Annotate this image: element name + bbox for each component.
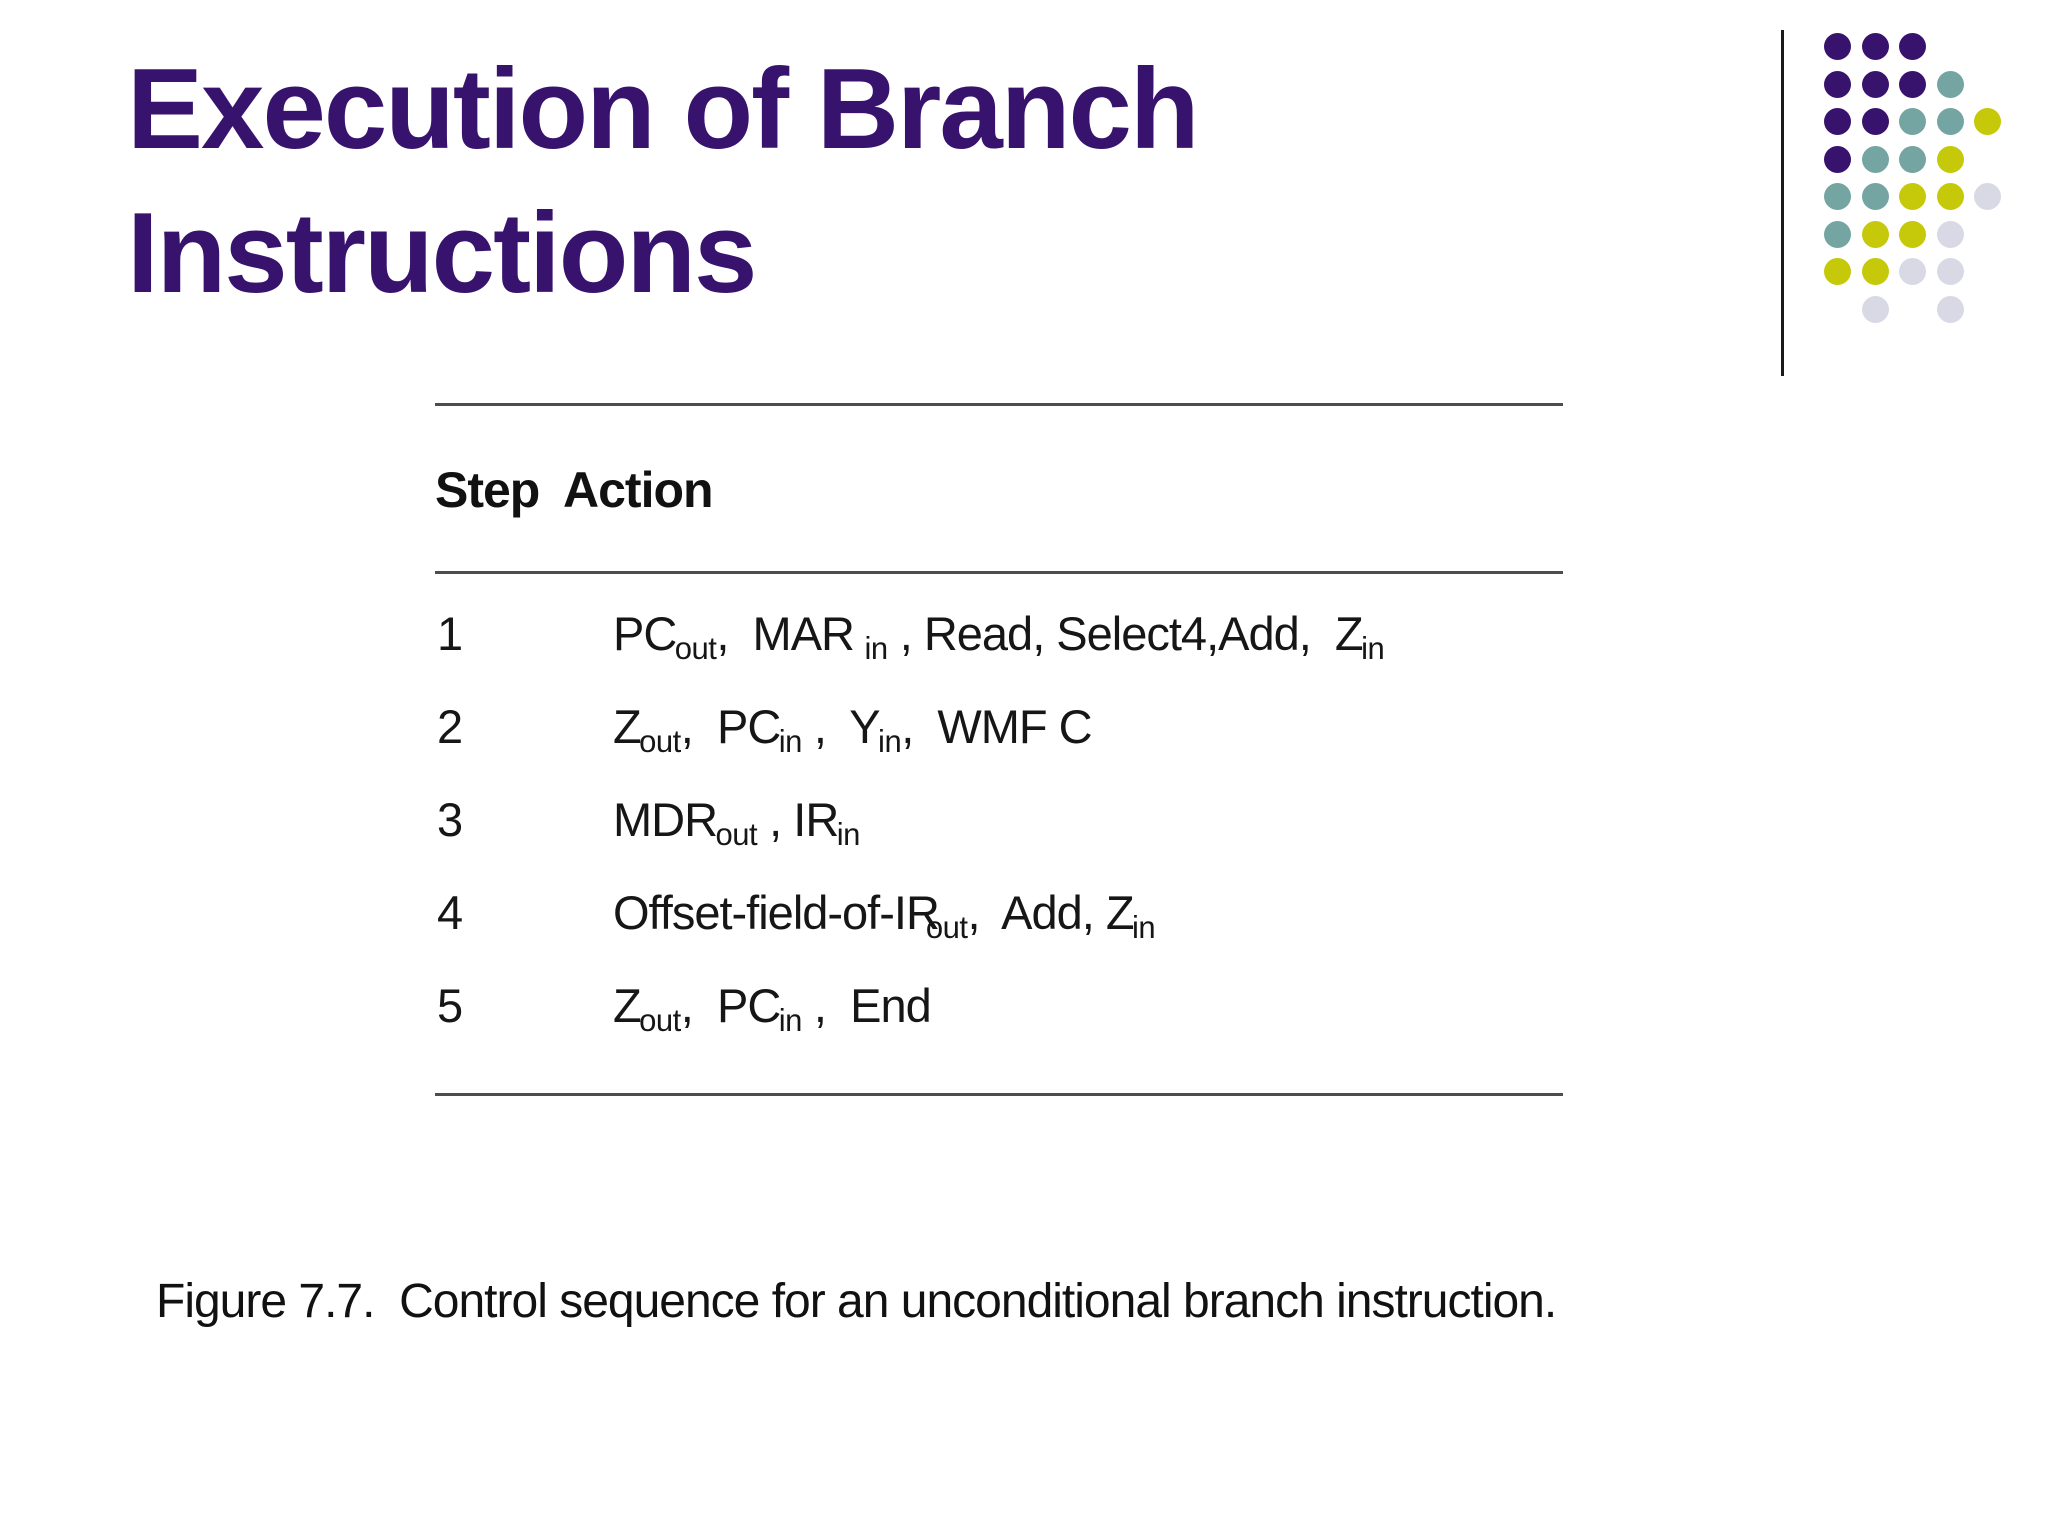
decoration-dot: [1899, 258, 1926, 285]
decoration-dot: [1824, 220, 1851, 248]
action-segment: , Y: [801, 700, 881, 753]
figure-caption: Figure 7.7. Control sequence for an unco…: [156, 1275, 1557, 1328]
step-number: 2: [437, 700, 463, 753]
table-row: 4 Offset-field-of-IRout, Add, Zin: [0, 885, 2048, 947]
decoration-dot: [1899, 220, 1926, 248]
action-segment: Z: [613, 700, 642, 753]
table-row: 5 Zout, PCin , End: [0, 978, 2048, 1040]
decoration-dot: [1936, 183, 1964, 210]
decoration-dot: [1861, 108, 1889, 135]
subscript: out: [715, 817, 758, 853]
action-segment: , Read, Select4,Add, Z: [887, 607, 1364, 660]
step-number: 3: [437, 793, 463, 846]
subscript: in: [1361, 631, 1385, 667]
decoration-dot: [1861, 70, 1889, 98]
step-number: 5: [437, 979, 463, 1032]
subscript: in: [878, 724, 902, 760]
decoration-dot: [1936, 70, 1964, 98]
decoration-dot: [1824, 108, 1851, 135]
decoration-dot: [1824, 33, 1851, 60]
decoration-dot: [1824, 70, 1851, 98]
action-text: PCout, MAR in , Read, Select4,Add, Zin: [613, 606, 1385, 666]
decoration-dot: [1899, 70, 1926, 98]
table-row: 3 MDRout , IRin: [0, 792, 2048, 854]
action-segment: , PC: [680, 979, 781, 1032]
action-segment: , WMF C: [901, 700, 1092, 753]
table-header-rule: [435, 571, 1563, 574]
decoration-dot: [1861, 33, 1889, 60]
subscript: in: [778, 724, 803, 760]
decoration-dot: [1861, 183, 1889, 210]
decoration-dot: [1899, 183, 1926, 210]
decoration-dot: [1824, 258, 1851, 285]
decorative-vertical-line: [1781, 30, 1784, 376]
action-segment: , IR: [757, 793, 839, 846]
title-line-1: Execution of Branch: [127, 46, 1199, 173]
subscript: out: [674, 631, 717, 667]
action-segment: Z: [613, 979, 642, 1032]
subscript: out: [639, 1003, 681, 1039]
decoration-dot: [1974, 183, 2001, 210]
decoration-dot: [1936, 145, 1964, 173]
decoration-dot: [1974, 108, 2001, 135]
subscript: in: [778, 1003, 803, 1039]
table-bottom-rule: [435, 1093, 1563, 1096]
dot-pattern-decoration: [1824, 33, 2024, 353]
decoration-dot: [1861, 258, 1889, 285]
action-segment: , PC: [680, 700, 781, 753]
decoration-dot: [1861, 145, 1889, 173]
action-text: Zout, PCin , End: [613, 978, 932, 1038]
title-line-2: Instructions: [127, 190, 757, 317]
action-text: Offset-field-of-IRout, Add, Zin: [613, 885, 1156, 945]
action-segment: , End: [801, 979, 932, 1032]
column-header-step: Step: [435, 462, 540, 518]
decoration-dot: [1824, 183, 1851, 210]
table-top-rule: [435, 403, 1563, 406]
subscript: in: [1132, 910, 1156, 946]
decoration-dot: [1899, 33, 1926, 60]
action-segment: MDR: [613, 793, 718, 846]
action-segment: , Add, Z: [967, 886, 1135, 939]
decoration-dot: [1861, 220, 1889, 248]
action-text: Zout, PCin , Yin, WMF C: [613, 699, 1093, 759]
step-number: 1: [437, 607, 463, 660]
decoration-dot: [1899, 108, 1926, 135]
table-row: 1 PCout, MAR in , Read, Select4,Add, Zin: [0, 606, 2048, 668]
decoration-dot: [1936, 108, 1964, 135]
action-text: MDRout , IRin: [613, 792, 860, 852]
decoration-dot: [1936, 220, 1964, 248]
decoration-dot: [1824, 145, 1851, 173]
action-segment: PC: [613, 607, 677, 660]
column-header-action: Action: [563, 462, 714, 518]
subscript: out: [925, 910, 968, 946]
action-segment: , MAR: [716, 607, 867, 660]
action-segment: Offset-field-of-IR: [613, 886, 940, 939]
subscript: out: [639, 724, 681, 760]
subscript: in: [836, 817, 861, 853]
decoration-dot: [1861, 295, 1889, 323]
decoration-dot: [1936, 295, 1964, 323]
step-number: 4: [437, 886, 463, 939]
decoration-dot: [1936, 258, 1964, 285]
subscript: in: [864, 631, 889, 667]
decoration-dot: [1899, 145, 1926, 173]
